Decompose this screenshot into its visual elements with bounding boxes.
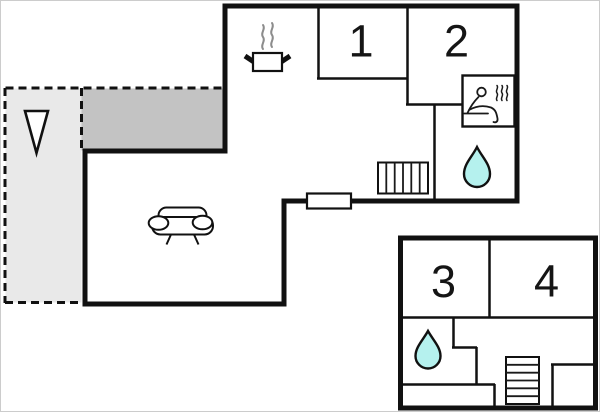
room-4-label: 4: [534, 256, 559, 307]
upper-floor-interior-walls: [317, 6, 463, 200]
direction-arrow-icon: [23, 109, 50, 158]
sauna-box: [461, 74, 516, 128]
stairs-icon: [377, 161, 429, 195]
water-drop-icon: [462, 144, 492, 189]
terrace-dashed-boundary: [3, 86, 224, 304]
sauna-person-icon: [463, 84, 509, 124]
sauna-cabin: [461, 74, 516, 128]
entrance-door: [305, 192, 353, 210]
stairs-icon: [505, 356, 540, 405]
water-drop-icon: [414, 328, 442, 370]
outdoor-areas: [3, 86, 224, 304]
sofa-icon: [147, 206, 214, 245]
room-1-label: 1: [348, 16, 373, 67]
upper-floor: 1 2: [82, 3, 520, 307]
cooking-pot-icon: [243, 22, 292, 73]
lower-floor: 3 4: [398, 235, 598, 411]
lower-floor-interior-walls: [401, 238, 595, 408]
lower-floor-outline: [398, 235, 598, 411]
covered-patio-area: [81, 88, 223, 151]
room-3-label: 3: [431, 256, 456, 307]
room-2-label: 2: [444, 16, 469, 67]
steam-icon: [261, 22, 274, 50]
